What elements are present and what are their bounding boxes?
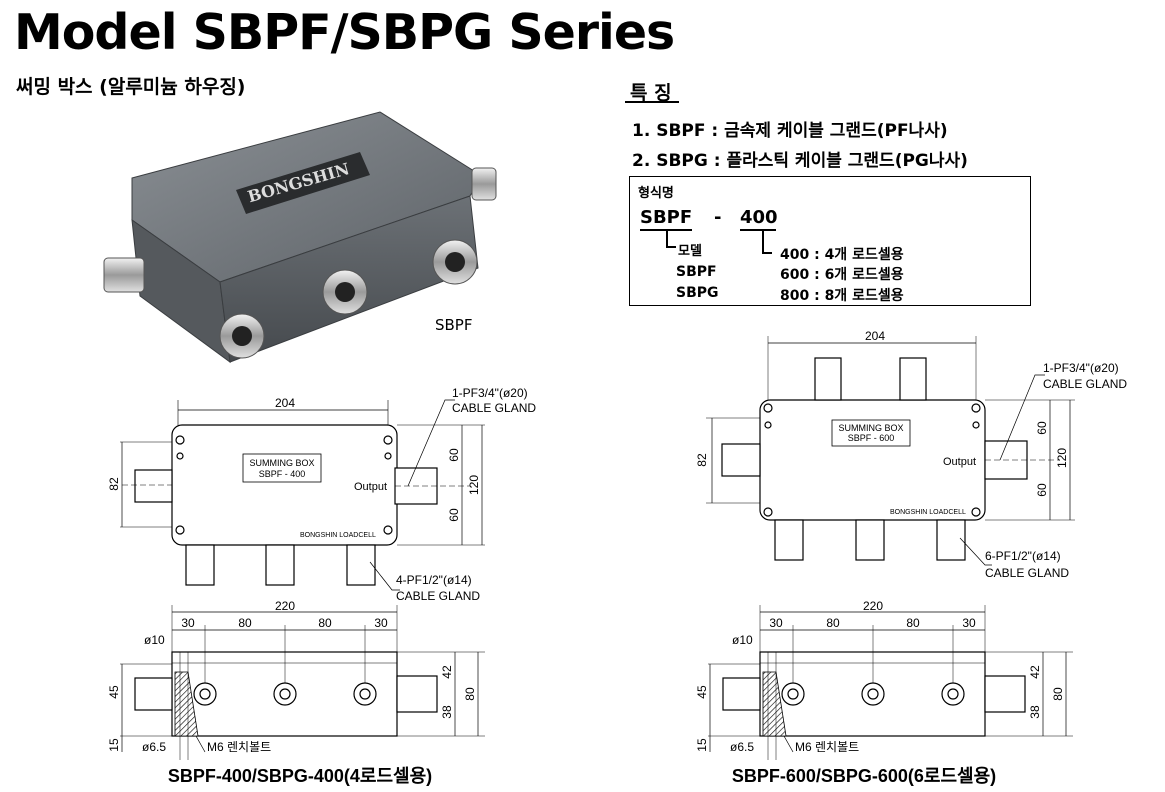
model-label: 모델	[678, 244, 702, 259]
left-phi10: ø10	[144, 633, 165, 647]
right-bolt: M6 렌치볼트	[795, 740, 859, 754]
right-top-view	[706, 336, 1075, 566]
left-output-gland-type: CABLE GLAND	[452, 401, 536, 415]
right-input-gland-type: CABLE GLAND	[985, 566, 1069, 580]
left-output-gland: 1-PF3/4"(ø20)	[452, 386, 528, 400]
right-d42: 42	[1028, 665, 1042, 679]
model-sbpg: SBPG	[676, 285, 719, 301]
right-output-gland-type: CABLE GLAND	[1043, 377, 1127, 391]
photo-gland-front-1	[219, 313, 265, 359]
right-output-gland: 1-PF3/4"(ø20)	[1043, 361, 1119, 375]
right-maker: BONGSHIN LOADCELL	[890, 509, 966, 516]
right-d15: 15	[695, 738, 709, 752]
left-phi65: ø6.5	[142, 740, 166, 754]
left-d80: 80	[463, 687, 477, 701]
left-d80b: 80	[318, 616, 332, 630]
photo-caption: SBPF	[435, 316, 473, 334]
option-800: 800 : 8개 로드셀용	[780, 288, 904, 304]
left-input-gland-type: CABLE GLAND	[396, 589, 480, 603]
left-input-gland: 4-PF1/2"(ø14)	[396, 573, 472, 587]
left-bolt: M6 렌치볼트	[207, 740, 271, 754]
features-title: 특 징	[630, 82, 672, 104]
right-side-width: 220	[863, 599, 883, 613]
right-output-label: Output	[943, 456, 976, 468]
left-label-line1: SUMMING BOX	[249, 458, 314, 468]
left-top-view	[120, 399, 485, 591]
right-caption: SBPF-600/SBPG-600(6로드셀용)	[732, 766, 996, 786]
model-sbpf: SBPF	[676, 264, 717, 280]
option-bracket-h	[762, 252, 772, 254]
page-title: Model SBPF/SBPG Series	[14, 4, 675, 61]
left-dim-60a: 60	[447, 448, 461, 462]
model-code-dash: -	[714, 207, 722, 228]
option-bracket-v	[762, 231, 764, 253]
left-d38: 38	[440, 705, 454, 719]
feature-item-2: 2. SBPG : 플라스틱 케이블 그랜드(PG나사)	[632, 151, 968, 171]
left-d15: 15	[107, 738, 121, 752]
left-height-82: 82	[107, 477, 121, 491]
model-bracket-v	[666, 231, 668, 247]
model-code-prefix: SBPF	[640, 207, 693, 228]
right-label-line2: SBPF - 600	[848, 433, 895, 443]
right-d80: 80	[1051, 687, 1065, 701]
left-side-width: 220	[275, 599, 295, 613]
left-dim-60b: 60	[447, 508, 461, 522]
left-side-view	[120, 605, 485, 760]
right-dim-60b: 60	[1035, 483, 1049, 497]
right-height-82: 82	[695, 453, 709, 467]
left-output-label: Output	[354, 481, 387, 493]
right-label-line1: SUMMING BOX	[838, 423, 903, 433]
option-400: 400 : 4개 로드셀용	[780, 247, 904, 263]
left-maker: BONGSHIN LOADCELL	[300, 532, 376, 539]
right-phi65: ø6.5	[730, 740, 754, 754]
left-d30b: 30	[374, 616, 388, 630]
photo-gland-front-2	[322, 269, 368, 315]
suffix-underline	[740, 229, 776, 231]
photo-gland-front-3	[432, 239, 478, 285]
model-bracket-h	[666, 246, 676, 248]
model-code-heading: 형식명	[638, 186, 674, 201]
right-d80a: 80	[826, 616, 840, 630]
prefix-underline	[640, 229, 692, 231]
right-d30b: 30	[962, 616, 976, 630]
right-d45: 45	[695, 685, 709, 699]
left-caption: SBPF-400/SBPG-400(4로드셀용)	[168, 766, 432, 786]
model-code-box: 형식명 SBPF - 400 모델 SBPF SBPG 400 : 4개 로드셀…	[629, 176, 1031, 306]
option-600: 600 : 6개 로드셀용	[780, 267, 904, 283]
right-top-width: 204	[865, 329, 885, 343]
left-d42: 42	[440, 665, 454, 679]
product-photo	[103, 111, 497, 364]
left-top-width: 204	[275, 396, 295, 410]
model-code-suffix: 400	[740, 207, 778, 228]
right-dim-120: 120	[1055, 448, 1069, 468]
right-d80b: 80	[906, 616, 920, 630]
right-d30a: 30	[769, 616, 783, 630]
left-d80a: 80	[238, 616, 252, 630]
feature-item-1: 1. SBPF : 금속제 케이블 그랜드(PF나사)	[632, 121, 948, 141]
photo-gland-left	[103, 257, 145, 293]
brand-plate	[236, 152, 370, 214]
left-d30a: 30	[181, 616, 195, 630]
left-dim-120: 120	[467, 475, 481, 495]
photo-gland-right	[471, 167, 497, 201]
left-label-line2: SBPF - 400	[259, 469, 306, 479]
right-input-gland: 6-PF1/2"(ø14)	[985, 549, 1061, 563]
features-underline	[625, 101, 679, 103]
page-subtitle: 써밍 박스 (알루미늄 하우징)	[16, 76, 246, 98]
right-side-view	[708, 605, 1073, 760]
right-d38: 38	[1028, 705, 1042, 719]
left-d45: 45	[107, 685, 121, 699]
right-phi10: ø10	[732, 633, 753, 647]
right-dim-60a: 60	[1035, 421, 1049, 435]
